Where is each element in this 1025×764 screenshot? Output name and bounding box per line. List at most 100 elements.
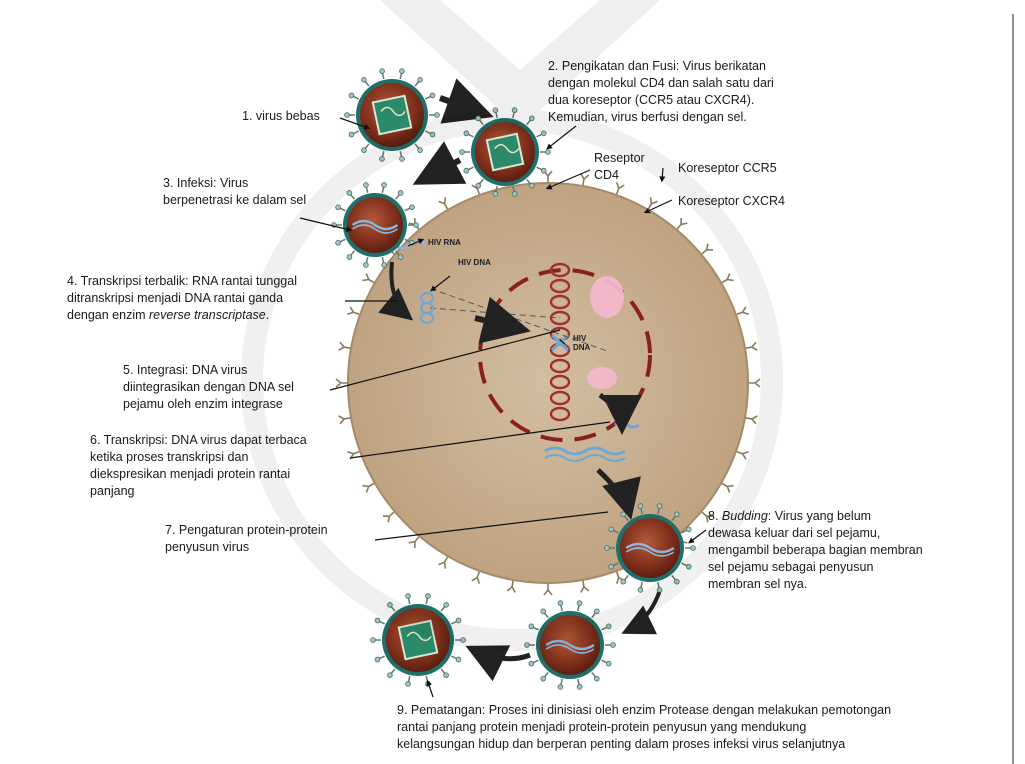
virus-spike [463,130,474,139]
label-coreceptor-cxcr4: Koreseptor CXCR4 [678,193,785,210]
cell-receptor [579,580,589,592]
virus-spike [424,92,435,101]
cell-receptor [544,584,552,595]
cell-receptor [745,342,757,352]
virus-spike [379,68,386,79]
virus-spike [405,593,412,604]
arrow-free-to-binding [440,98,488,115]
virus-released [525,600,616,690]
cell-receptor [579,174,589,186]
virus-spike [450,654,461,663]
cell-receptor [339,342,351,352]
nucleolus-top [590,276,624,318]
virus-spike [535,130,546,139]
cell-receptor [339,414,351,424]
label-step9-maturation: 9. Pematangan: Proses ini dinisiasi oleh… [397,702,891,753]
virus-spike [525,115,535,126]
step4-enzyme-name: reverse transcriptase [149,308,266,322]
label-hiv-dna-nucleus: HIV DNA [573,334,590,352]
label-step3-infection: 3. Infeksi: Virus berpenetrasi ke dalam … [163,175,306,209]
virus-spike [535,165,546,174]
virus-spike [424,129,435,138]
label-hiv-rna: HIV RNA [428,238,461,247]
label-receptor-cd4: Reseptor CD4 [594,150,645,184]
virus-spike [605,643,615,648]
label-step5-integration: 5. Integrasi: DNA virus diintegrasikan d… [123,362,294,413]
cell-receptor [745,414,757,424]
virus-spike [335,237,346,246]
virus-spike [335,204,346,213]
virus-spike [685,546,695,551]
virus-spike [363,182,370,193]
virus-spike [371,638,381,643]
virus-spike [450,617,461,626]
virus-spike [540,150,550,155]
virus-spike [575,679,582,690]
virus-spike [374,617,385,626]
virus-spike [493,107,500,118]
virus-spike [475,178,485,189]
capsid [373,96,411,134]
virus-spike [380,182,387,193]
capsid [399,621,437,659]
virus-spike [387,601,397,612]
virus-spike [670,574,680,585]
virus-spike [380,257,387,268]
virus-spike [638,582,645,593]
virus-spike [394,190,404,201]
virus-spike [680,561,691,570]
virus-spike [540,608,550,619]
arrow-to-maturation [470,648,530,659]
virus-spike [424,593,431,604]
label-step6-transcription: 6. Transkripsi: DNA virus dapat terbaca … [90,432,307,500]
virus-spike [460,150,470,155]
virus-spike [424,676,431,687]
virus-spike [361,76,371,87]
arrow-binding-to-infection [418,160,460,182]
label-step4-reverse-transcription: 4. Transkripsi terbalik: RNA rantai tung… [67,273,297,324]
virus-free [345,68,440,162]
virus-spike [558,600,565,611]
label-step1-free-virus: 1. virus bebas [242,108,320,125]
virus-spike [600,658,611,667]
label-step8-budding: 8. Budding: Virus yang belum dewasa kelu… [708,508,923,593]
step8-term: Budding [722,509,768,523]
virus-spike [510,107,517,118]
virus-spike [528,658,539,667]
virus-spike [363,257,370,268]
label-step2-binding-fusion: 2. Pengikatan dan Fusi: Virus berikatan … [548,58,848,126]
label-hiv-dna-cytoplasm: HIV DNA [458,258,491,267]
label-coreceptor-ccr5: Koreseptor CCR5 [678,160,777,177]
host-cell [348,183,748,583]
virus-spike [600,623,611,632]
virus-spike [439,667,449,678]
virus-spike [575,600,582,611]
virus-spike [413,76,423,87]
cell-receptor [507,580,517,592]
virus-spike [348,129,359,138]
virus-spike [405,676,412,687]
step4-period: . [266,308,269,322]
nucleolus-bottom [587,367,617,389]
virus-spike [398,151,405,162]
virus-spike [345,113,355,118]
virus-spike [525,643,535,648]
virus-spike [413,142,423,153]
virus-spike [528,623,539,632]
virus-spike [387,667,397,678]
virus-spike [346,190,356,201]
virus-spike [361,142,371,153]
virus-spike [590,671,600,682]
virus-spike [558,679,565,690]
virus-spike [655,582,662,593]
virus-spike [379,151,386,162]
virus-spike [404,204,415,213]
virus-spike [463,165,474,174]
virus-spike [475,115,485,126]
cell-receptor [749,379,760,387]
virus-spike [429,113,439,118]
virus-spike [540,671,550,682]
virus-spike [439,601,449,612]
virus-spike [374,654,385,663]
